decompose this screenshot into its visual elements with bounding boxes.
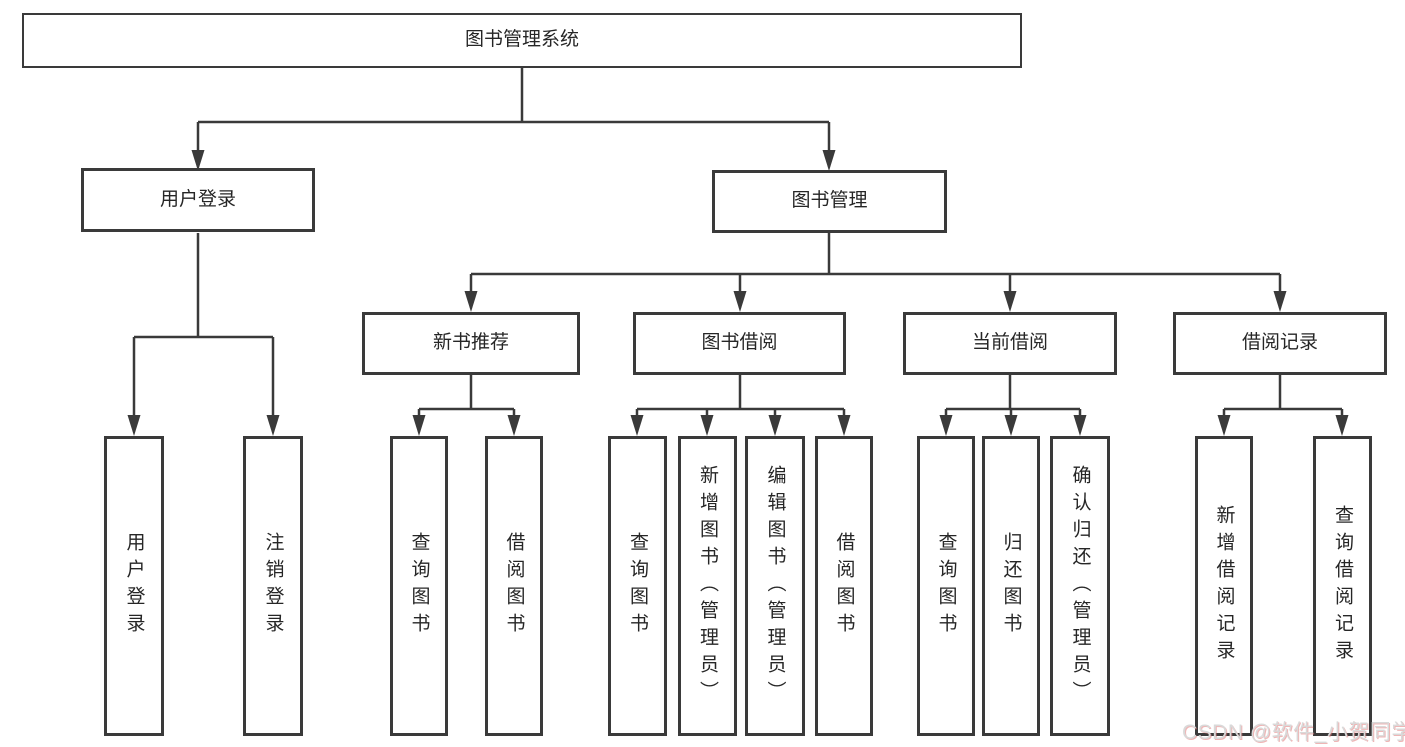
node-label: 新增借阅记录 [1213,505,1235,667]
leaf-query-books-borrow: 查询图书 [608,436,667,736]
node-label: 查询图书 [408,532,430,640]
csdn-watermark: CSDN @软件_小贺同学 [1182,721,1405,744]
node-label: 借阅图书 [503,532,525,640]
arrow-down-icon [939,415,953,436]
leaf-add-books-admin: 新增图书（管理员） [678,436,737,736]
arrow-down-icon [1003,291,1017,312]
node-book-management: 图书管理 [712,170,947,233]
arrow-down-icon [507,415,521,436]
arrow-down-icon [1335,415,1349,436]
connector-mgmt-to-level3 [469,233,1282,295]
node-label: 确认归还（管理员） [1069,464,1091,708]
node-label: 新书推荐 [432,332,509,354]
arrow-down-icon [464,291,478,312]
connector-login-to-leaves [132,233,275,419]
arrow-down-icon [127,415,141,436]
leaf-return-books: 归还图书 [982,436,1040,736]
arrow-down-icon [630,415,644,436]
leaf-borrow-books: 借阅图书 [815,436,873,736]
arrow-down-icon [266,415,280,436]
node-label: 借阅图书 [833,532,855,640]
arrow-down-icon [1217,415,1231,436]
node-label: 查询借阅记录 [1332,505,1353,667]
arrow-down-icon [768,415,782,436]
node-label: 新增图书（管理员） [697,464,718,708]
arrow-down-icon [822,150,836,171]
node-new-book-recommend: 新书推荐 [362,312,580,375]
connector-root-to-level2 [196,68,831,154]
node-label: 当前借阅 [971,332,1048,354]
node-label: 图书借阅 [701,332,778,354]
node-label: 图书管理系统 [464,29,579,51]
arrow-down-icon [1073,415,1087,436]
leaf-logout: 注销登录 [243,436,303,736]
node-label: 查询图书 [935,532,957,640]
node-label: 注销登录 [262,532,284,640]
arrow-down-icon [837,415,851,436]
node-borrow-records: 借阅记录 [1173,312,1387,375]
leaf-query-books-recommend: 查询图书 [390,436,448,736]
node-label: 查询图书 [627,532,648,640]
leaf-borrow-books-recommend: 借阅图书 [485,436,543,736]
connector-borrow-to-leaves [635,375,846,419]
arrow-down-icon [700,415,714,436]
connector-current-to-leaves [944,375,1082,419]
node-current-borrow: 当前借阅 [903,312,1117,375]
leaf-user-login: 用户登录 [104,436,164,736]
arrow-down-icon [733,291,747,312]
arrow-down-icon [1273,291,1287,312]
node-label: 用户登录 [123,532,145,640]
node-label: 借阅记录 [1241,332,1318,354]
leaf-edit-books-admin: 编辑图书（管理员） [745,436,805,736]
node-label: 归还图书 [1000,532,1022,640]
leaf-confirm-return-admin: 确认归还（管理员） [1050,436,1110,736]
arrow-down-icon [1004,415,1018,436]
node-book-borrow: 图书借阅 [633,312,846,375]
leaf-query-borrow-record: 查询借阅记录 [1313,436,1372,736]
arrow-down-icon [412,415,426,436]
connector-recommend-to-leaves [417,375,516,419]
node-user-login: 用户登录 [81,168,315,232]
leaf-add-borrow-record: 新增借阅记录 [1195,436,1253,736]
node-label: 编辑图书（管理员） [764,464,786,708]
node-label: 用户登录 [159,188,236,210]
leaf-query-books-current: 查询图书 [917,436,975,736]
node-root-system: 图书管理系统 [22,13,1022,68]
node-label: 图书管理 [791,190,868,212]
connector-records-to-leaves [1222,375,1344,419]
